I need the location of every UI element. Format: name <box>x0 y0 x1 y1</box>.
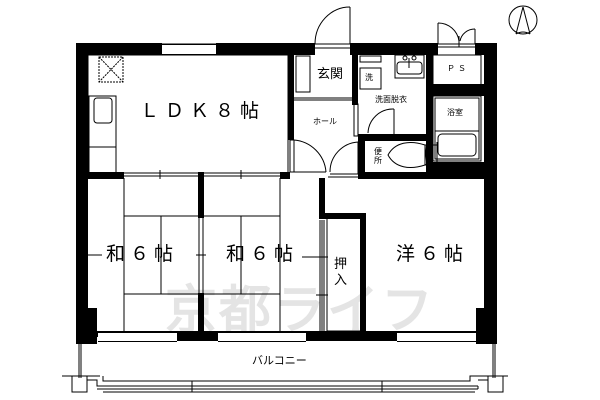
room-label-ldk: ＬＤＫ８帖 <box>140 100 266 122</box>
wall-tatami-divider-top <box>198 172 204 218</box>
room-label-washitsu-1: 和６帖 <box>106 243 179 265</box>
wall-right <box>484 43 497 344</box>
window-top-ldk <box>162 44 216 55</box>
wall-ps-bottom <box>426 84 486 96</box>
room-label-hall: ホール <box>313 117 337 126</box>
window-bottom-3 <box>397 332 476 342</box>
room-label-washer: 洗 <box>365 73 373 82</box>
room-label-bathroom: 浴室 <box>447 108 463 117</box>
room-label-balcony: バルコニー <box>252 354 307 367</box>
wall-left-lower <box>76 170 88 344</box>
wall-top-left <box>76 43 162 55</box>
wall-closet-top <box>319 178 325 216</box>
wall-toilet-left <box>358 134 365 178</box>
wall-datsui-bottom <box>358 134 433 141</box>
wall-bath-left <box>426 43 433 176</box>
room-label-ps: ＰＳ <box>447 64 469 73</box>
wall-left-bump <box>86 308 97 344</box>
wall-tatami-divider-bottom <box>198 293 204 333</box>
wall-genkan-right <box>352 43 358 105</box>
wall-bottom-seg <box>177 331 218 341</box>
window-bottom-1 <box>98 332 177 342</box>
wall-top-mid2 <box>350 43 438 55</box>
wall-mid-horizontal <box>76 172 124 179</box>
room-label-youshitsu: 洋６帖 <box>396 243 469 265</box>
wall-left <box>76 43 88 174</box>
room-label-washitsu-2: 和６帖 <box>226 243 299 265</box>
room-label-genkan: 玄関 <box>317 67 344 82</box>
wall-bath-bottom <box>426 162 486 176</box>
north-compass-icon <box>508 5 538 35</box>
room-label-toilet-1: 便 <box>374 147 382 156</box>
wall-ldk-right <box>288 43 294 140</box>
window-bottom-2 <box>218 332 306 342</box>
wall-mid-horizontal-2 <box>280 172 290 179</box>
wall-top-mid <box>216 43 315 55</box>
room-label-closet-1: 押 <box>334 257 348 272</box>
wall-right-bump <box>476 308 486 344</box>
wall-bottom-seg2 <box>306 331 397 341</box>
wall-closet-horiz <box>319 213 363 219</box>
room-label-senmen-datsui: 洗面脱衣 <box>375 95 407 104</box>
wall-mid-horizontal-3 <box>358 172 484 179</box>
room-label-toilet-2: 所 <box>374 156 382 165</box>
room-label-closet-2: 入 <box>334 273 348 288</box>
wall-closet-right <box>360 213 366 334</box>
